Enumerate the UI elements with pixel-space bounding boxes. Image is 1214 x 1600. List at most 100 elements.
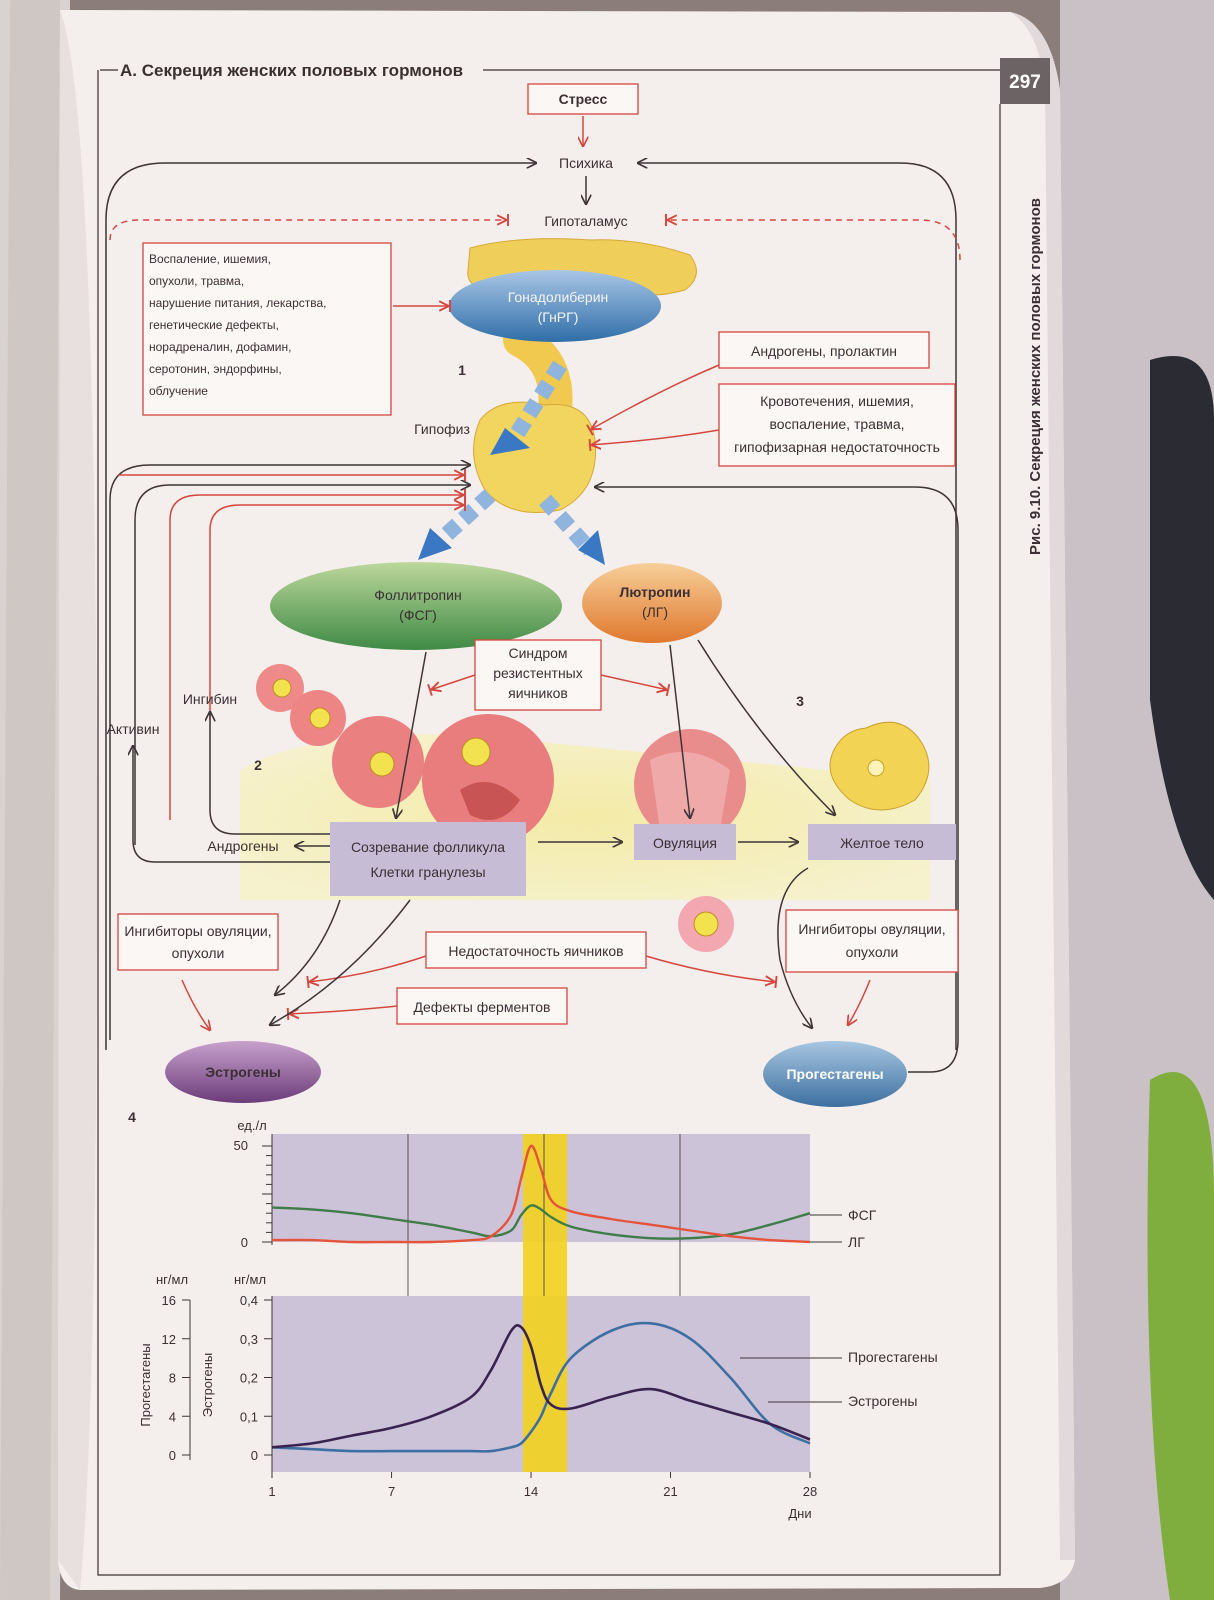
androgens-prolactin-box (718, 331, 930, 369)
section-title: А. Секреция женских половых гормонов (120, 61, 463, 80)
series-line-estrogens (271, 1324, 811, 1449)
series-line-lh (271, 1144, 811, 1244)
follicle-illustrations (256, 664, 930, 952)
legend-progestagens: Прогестагены (848, 1349, 938, 1365)
marker-4: 4 (128, 1109, 136, 1125)
follicle-maturation-line2: Клетки гранулезы (370, 864, 485, 880)
psyche-label: Психика (559, 155, 613, 171)
lh-flow-arrow (539, 494, 596, 556)
legend-estrogens: Эстрогены (848, 1393, 917, 1409)
estrogens-label: Эстрогены (205, 1064, 281, 1080)
chart2-xtick-label: 7 (388, 1484, 395, 1499)
chart1-ytick-0: 0 (241, 1235, 248, 1250)
progestagens-ellipse (763, 1041, 907, 1107)
inflammation-line4: генетические дефекты, (149, 318, 279, 332)
chart2-xlabel: Дни (788, 1506, 811, 1521)
ovulation-inhibitors-left-line2: опухоли (172, 945, 225, 961)
chart2-ytick-outer-label: 8 (169, 1371, 176, 1386)
activin-label: Активин (107, 721, 160, 737)
chart1-ytick-50: 50 (234, 1138, 248, 1153)
ovulation-inhibitors-left-box (117, 913, 279, 971)
chart-progestagens-estrogens: нг/мл нг/мл Прогестагены Эстрогены 0 0,1 0… (138, 1272, 938, 1521)
ovulation-label: Овуляция (653, 835, 717, 851)
series-line-fsh (271, 1204, 811, 1240)
follicle-maturation-line1: Созревание фолликула (351, 839, 505, 855)
legend-lh: ЛГ (848, 1234, 865, 1250)
chart2-ytick-outer-label: 0 (169, 1448, 176, 1463)
enzyme-defects-box (396, 987, 568, 1025)
gnrh-flow-arrow (503, 360, 567, 450)
chart2-axis-name-inner: Эстрогены (200, 1353, 215, 1417)
chart1-ylabel: ед./л (237, 1118, 266, 1133)
resistant-ovary-line3: яичников (508, 685, 568, 701)
gnrh-label-line2: (ГнРГ) (538, 309, 579, 325)
lh-ellipse (582, 563, 722, 643)
page-number: 297 (1009, 72, 1041, 93)
chart2-ylabel-outer: нг/мл (156, 1272, 188, 1287)
chart2-ytick-outer-label: 12 (162, 1332, 176, 1347)
fsh-label-line2: (ФСГ) (399, 607, 437, 623)
inflammation-line7: облучение (149, 384, 208, 398)
inhibin-label: Ингибин (183, 691, 237, 707)
ovulation-inhibitors-left-line1: Ингибиторы овуляции, (124, 923, 271, 939)
marker-3: 3 (796, 693, 804, 709)
chart2-xtick-label: 21 (663, 1484, 677, 1499)
inflammation-line5: норадреналин, дофамин, (149, 340, 291, 354)
page-number-tab (1000, 58, 1050, 104)
chart2-ylabel-inner: нг/мл (234, 1272, 266, 1287)
resistant-ovary-line1: Синдром (508, 645, 567, 661)
fsh-ellipse (270, 562, 562, 650)
ovulation-inhibitors-right-line2: опухоли (846, 944, 899, 960)
inflammation-line1: Воспаление, ишемия, (149, 252, 271, 266)
androgens-label: Андрогены (207, 838, 278, 854)
fsh-label-line1: Фоллитропин (374, 587, 461, 603)
bleeding-box (718, 383, 956, 467)
legend-fsh: ФСГ (848, 1207, 877, 1223)
ovarian-failure-label: Недостаточность яичников (448, 943, 623, 959)
inflammation-line3: нарушение питания, лекарства, (149, 296, 327, 310)
chart2-xtick-label: 1 (268, 1484, 275, 1499)
chart2-ytick-outer-label: 4 (169, 1409, 176, 1424)
figure-frame (97, 70, 1001, 1576)
chart2-xtick-label: 28 (803, 1484, 817, 1499)
progestagens-label: Прогестагены (786, 1066, 883, 1082)
lh-label-line2: (ЛГ) (642, 604, 668, 620)
gnrh-ellipse (449, 270, 661, 342)
bleeding-line1: Кровотечения, ишемия, (760, 393, 914, 409)
estrogens-ellipse (165, 1041, 321, 1103)
gnrh-label-line1: Гонадолиберин (508, 289, 609, 305)
stress-box (527, 83, 639, 115)
pituitary-label: Гипофиз (414, 421, 470, 437)
fsh-flow-arrow (429, 489, 496, 551)
hypothalamus-label: Гипоталамус (544, 213, 627, 229)
androgens-prolactin-label: Андрогены, пролактин (751, 343, 897, 359)
ovulation-box (634, 824, 736, 860)
enzyme-defects-label: Дефекты ферментов (414, 999, 551, 1015)
series-line-progestagens (271, 1321, 811, 1453)
bleeding-line2: воспаление, травма, (769, 416, 904, 432)
inflammation-box (142, 242, 392, 416)
figure-caption: Рис. 9.10. Секреция женских половых горм… (1027, 198, 1044, 555)
corpus-luteum-label: Желтое тело (840, 835, 924, 851)
pituitary-gland (473, 401, 597, 513)
ovulation-inhibitors-right-box (785, 909, 959, 973)
ovarian-failure-box (425, 931, 647, 969)
chart2-ytick-inner-label: 0,2 (240, 1371, 258, 1386)
lh-label-line1: Лютропин (620, 584, 691, 600)
inflammation-line2: опухоли, травма, (149, 274, 244, 288)
follicle-maturation-box (330, 822, 526, 896)
bleeding-line3: гипофизарная недостаточность (734, 439, 940, 455)
ovulation-inhibitors-right-line1: Ингибиторы овуляции, (798, 921, 945, 937)
marker-2: 2 (254, 757, 262, 773)
resistant-ovary-box (474, 639, 602, 711)
chart2-ytick-outer-label: 16 (162, 1293, 176, 1308)
chart2-xtick-label: 14 (524, 1484, 538, 1499)
corpus-luteum-box (808, 824, 956, 860)
chart2-ytick-inner-label: 0,1 (240, 1409, 258, 1424)
chart2-axis-name-outer: Прогестагены (138, 1343, 153, 1426)
marker-1: 1 (458, 362, 466, 378)
inflammation-line6: серотонин, эндорфины, (149, 362, 282, 376)
stress-label: Стресс (559, 91, 608, 107)
chart2-ytick-inner-label: 0,3 (240, 1332, 258, 1347)
